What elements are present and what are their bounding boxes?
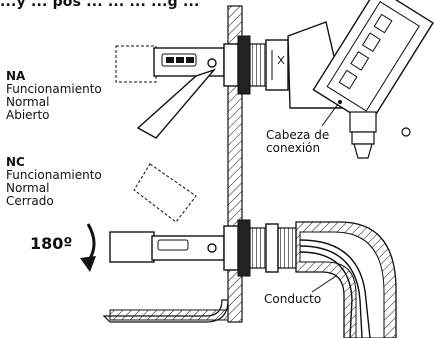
na-label: NA Funcionamiento Normal Abierto bbox=[6, 70, 102, 122]
nc-line3: Cerrado bbox=[6, 194, 54, 208]
rotation-arrow bbox=[80, 223, 96, 272]
head-line1: Cabeza de bbox=[266, 128, 330, 142]
na-line1: Funcionamiento bbox=[6, 82, 102, 96]
nc-label: NC Funcionamiento Normal Cerrado bbox=[6, 156, 102, 208]
nc-switch-assembly bbox=[109, 163, 397, 338]
nc-line1: Funcionamiento bbox=[6, 168, 102, 182]
head-line2: conexión bbox=[266, 141, 321, 155]
diagram-title: ...y ... pos ... ... ... ...g ... bbox=[0, 0, 200, 10]
conduit-label: Conducto bbox=[262, 292, 324, 307]
na-line3: Abierto bbox=[6, 108, 50, 122]
nc-line2: Normal bbox=[6, 181, 50, 195]
connection-head-label: Cabeza de conexión bbox=[264, 128, 332, 156]
na-line2: Normal bbox=[6, 95, 50, 109]
na-switch-assembly bbox=[115, 0, 434, 159]
nc-code: NC bbox=[6, 155, 25, 169]
rotation-label: 180º bbox=[30, 234, 73, 253]
na-code: NA bbox=[6, 69, 26, 83]
